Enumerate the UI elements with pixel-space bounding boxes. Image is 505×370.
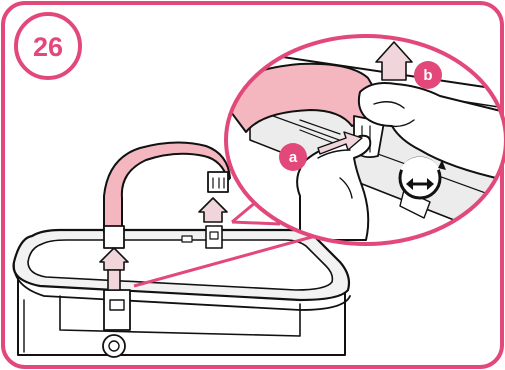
step-number-badge: 26 (16, 14, 80, 78)
callout-a-label: a (289, 149, 298, 166)
callout-a: a (279, 143, 307, 171)
step-number: 26 (33, 32, 63, 62)
callout-b-label: b (423, 67, 432, 84)
detail-zoom (222, 36, 505, 244)
callout-b: b (414, 61, 442, 89)
bassinet (14, 226, 350, 357)
